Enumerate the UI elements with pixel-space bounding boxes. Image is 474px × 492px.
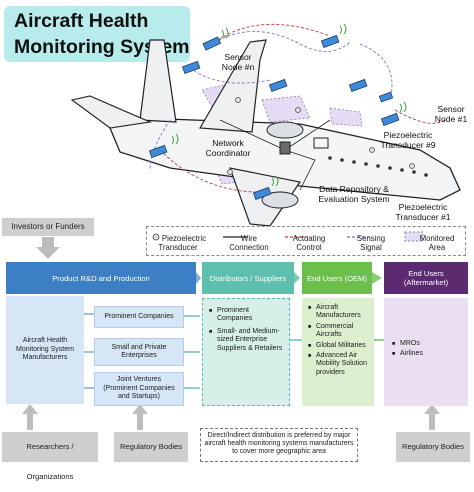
company-joint-label-2: (Prominent Companies	[103, 384, 175, 392]
company-joint-label-1: Joint Ventures	[116, 376, 162, 384]
aftermarket-item: MROs	[392, 340, 464, 349]
piezo-transducers	[227, 97, 415, 175]
tail-fin	[139, 39, 177, 123]
distributor-item: Small- and Medium-sized Enterprise Suppl…	[209, 328, 285, 353]
header-aftermarket: End Users (Aftermarket)	[384, 262, 468, 294]
header-distributors: Distributors / Suppliers	[202, 262, 294, 294]
researchers-box: Researchers / Organizations	[2, 432, 98, 481]
company-prominent-label: Prominent Companies	[104, 312, 174, 320]
label-text: Sensor	[224, 52, 252, 62]
legend-text: Control	[296, 243, 322, 252]
label-network-coordinator: Network Coordinator	[196, 138, 260, 158]
label-text: Data Repository &	[319, 184, 389, 194]
header-rnd: Product R&D and Production	[6, 262, 196, 294]
data-repository	[313, 137, 329, 149]
legend-text: Wire	[240, 234, 258, 243]
label-text: Sensor	[437, 104, 465, 114]
title-line-2: Monitoring System	[14, 36, 190, 58]
aftermarket-box: MROs Airlines	[384, 298, 468, 406]
investors-down-arrow	[36, 237, 60, 259]
legend-symbols	[152, 231, 424, 242]
label-text: Network	[212, 138, 244, 148]
title-line-1: Aircraft Health	[14, 10, 149, 32]
flow-arrows	[22, 272, 440, 430]
distributors-list: Prominent Companies Small- and Medium-si…	[209, 307, 285, 353]
legend-actuating: Actuating Control	[281, 234, 337, 252]
distributors-box: Prominent Companies Small- and Medium-si…	[202, 298, 290, 406]
investors-label: Investors or Funders	[11, 222, 85, 231]
stabilizer	[70, 95, 152, 129]
regulatory-box-right: Regulatory Bodies	[396, 432, 470, 462]
signal-marks	[171, 23, 407, 187]
oem-item: Advanced Air Mobility Solution providers	[308, 352, 372, 377]
distribution-note-text: Direct/Indirect distribution is preferre…	[204, 432, 354, 456]
label-piezo-9: Piezoelectric Transducer #9	[376, 130, 440, 150]
label-text: Piezoelectric	[383, 130, 433, 140]
investors-box: Investors or Funders	[2, 218, 94, 236]
label-sensor-node-n: Sensor Node #n	[214, 52, 262, 72]
label-text: Evaluation System	[318, 194, 390, 204]
oem-item: Global Militaries	[308, 342, 372, 351]
label-sensor-node-1: Sensor Node #1	[428, 104, 474, 124]
engine-right	[261, 191, 299, 209]
header-distributors-label: Distributors / Suppliers	[209, 273, 287, 283]
legend: Piezoelectric Transducer Wire Connection…	[146, 226, 466, 256]
manufacturers-label: Aircraft Health Monitoring System Manufa…	[16, 337, 74, 362]
label-text: Node #n	[221, 62, 255, 72]
aftermarket-item: Airlines	[392, 350, 464, 359]
actuating-controls	[159, 23, 446, 193]
researchers-label: Researchers / Organizations	[26, 442, 74, 481]
legend-text: Piezoelectric	[161, 234, 207, 243]
company-joint-ventures: Joint Ventures (Prominent Companies and …	[94, 372, 184, 406]
wire-connections	[219, 119, 331, 191]
regulatory-left-label: Regulatory Bodies	[119, 442, 183, 451]
legend-text: Area	[428, 243, 446, 252]
header-rnd-label: Product R&D and Production	[52, 273, 150, 283]
label-data-repository: Data Repository & Evaluation System	[314, 184, 394, 204]
label-piezo-1: Piezoelectric Transducer #1	[390, 202, 456, 222]
oem-item: Aircraft Manufacturers	[308, 304, 372, 321]
legend-text: Connection	[229, 243, 269, 252]
legend-text: Actuating	[292, 234, 326, 243]
aircraft-illustration	[70, 23, 461, 226]
cabin-windows	[328, 156, 428, 177]
company-small-label-1: Small and Private	[111, 343, 167, 351]
legend-text: Transducer	[158, 243, 198, 252]
company-prominent: Prominent Companies	[94, 306, 184, 328]
network-coordinator	[279, 141, 291, 155]
label-text: Node #1	[434, 114, 468, 124]
label-text: Piezoelectric	[398, 202, 448, 212]
legend-text: Signal	[360, 243, 382, 252]
label-text: Transducer #1	[395, 212, 451, 222]
header-aftermarket-line-2: (Aftermarket)	[403, 278, 449, 287]
legend-piezo: Piezoelectric Transducer	[149, 234, 207, 252]
label-text: Transducer #9	[380, 140, 436, 150]
regulatory-box-left: Regulatory Bodies	[114, 432, 188, 462]
manufacturers-box: Aircraft Health Monitoring System Manufa…	[6, 296, 84, 404]
engine-left	[266, 121, 304, 139]
header-oem: End Users (OEM)	[302, 262, 372, 294]
company-joint-label-3: and Startups)	[117, 393, 161, 401]
label-text: Coordinator	[205, 148, 251, 158]
company-small-private: Small and Private Enterprises	[94, 338, 184, 366]
legend-wire: Wire Connection	[221, 234, 277, 252]
header-aftermarket-line-1: End Users	[408, 269, 444, 278]
regulatory-right-label: Regulatory Bodies	[401, 442, 465, 451]
legend-sensing: Sensing Signal	[343, 234, 399, 252]
diagram-title: Aircraft Health Monitoring System	[4, 6, 190, 62]
legend-text: Sensing	[356, 234, 386, 243]
aftermarket-list: MROs Airlines	[392, 340, 464, 359]
legend-text: Monitored	[419, 234, 455, 243]
distribution-note: Direct/Indirect distribution is preferre…	[200, 428, 358, 462]
legend-monitored: Monitored Area	[409, 234, 465, 252]
sensing-signals	[149, 31, 393, 171]
oem-box: Aircraft Manufacturers Commercial Aircra…	[302, 298, 374, 406]
upper-wing	[199, 39, 267, 133]
oem-list: Aircraft Manufacturers Commercial Aircra…	[308, 304, 372, 377]
header-oem-label: End Users (OEM)	[307, 273, 367, 283]
distributor-item: Prominent Companies	[209, 307, 285, 324]
sensor-nodes	[148, 34, 400, 201]
company-small-label-2: Enterprises	[121, 352, 157, 359]
oem-item: Commercial Aircrafts	[308, 323, 372, 340]
